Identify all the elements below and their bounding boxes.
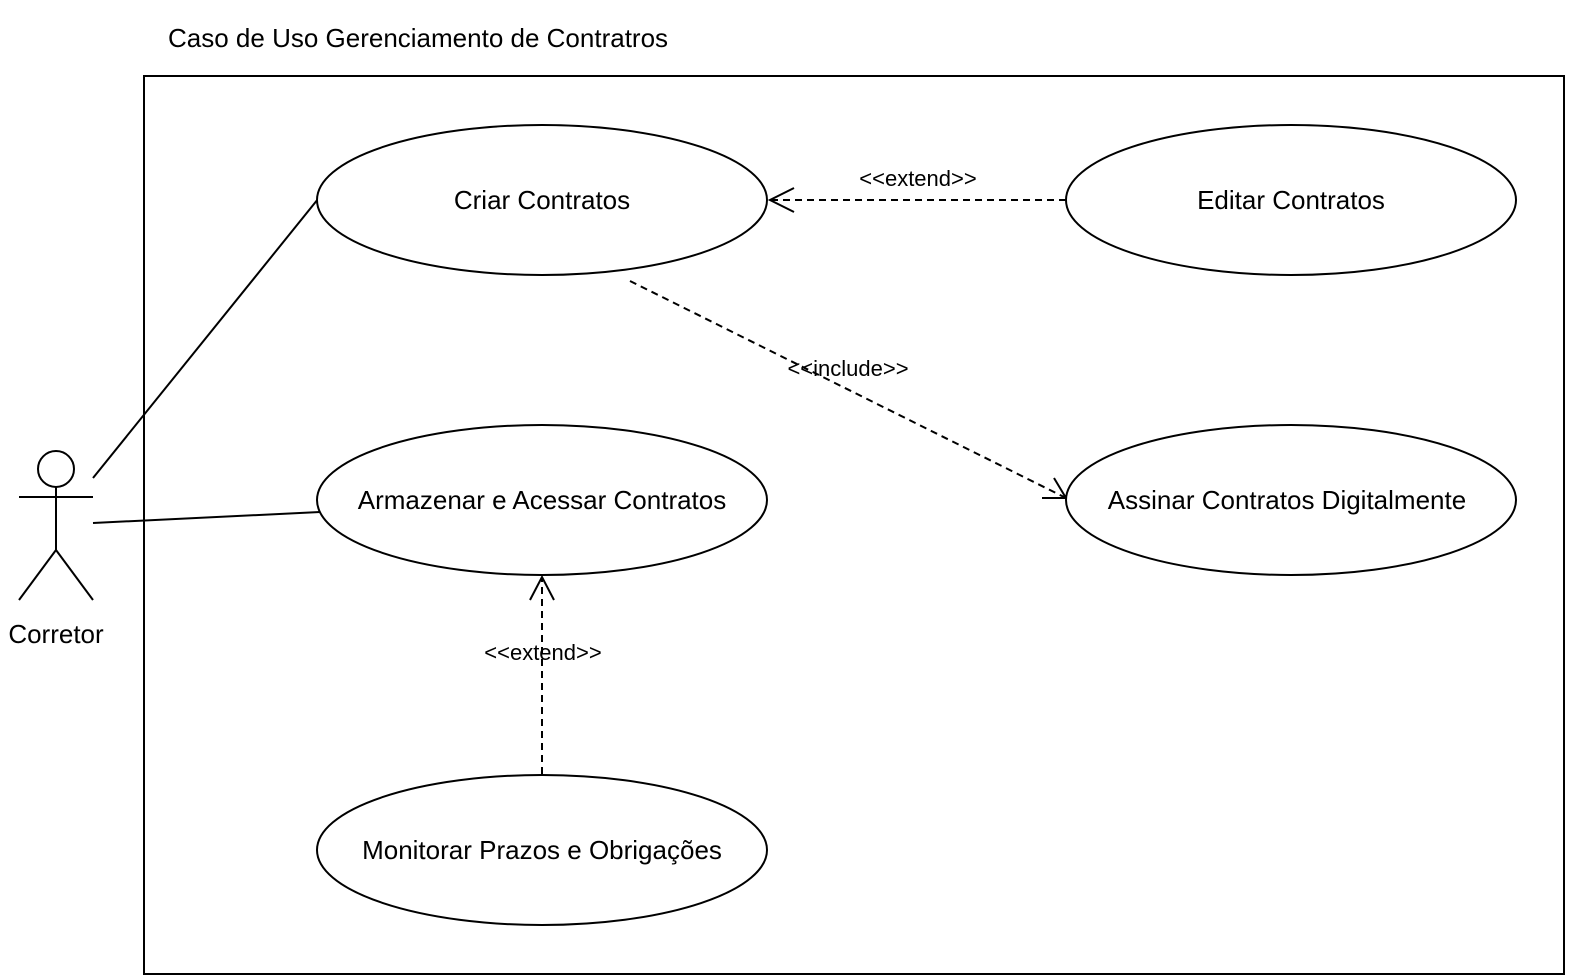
- arrowhead-criar: [767, 187, 795, 213]
- use-case-monitorar-label: Monitorar Prazos e Obrigações: [362, 835, 722, 865]
- association-criar: [92, 198, 319, 479]
- arrowhead-assinar: [1042, 477, 1068, 499]
- actor-corretor: [18, 450, 94, 601]
- actor-label: Corretor: [8, 619, 104, 649]
- relation-label-include-assinar: <<include>>: [787, 356, 908, 381]
- use-case-criar-contratos: Criar Contratos: [316, 124, 768, 276]
- use-case-armazenar-contratos: Armazenar e Acessar Contratos: [316, 424, 768, 576]
- relation-label-extend-editar: <<extend>>: [859, 166, 976, 191]
- actor-head: [37, 450, 75, 488]
- use-case-editar-contratos: Editar Contratos: [1065, 124, 1517, 276]
- arrowhead-armazenar: [529, 574, 555, 601]
- use-case-editar-label: Editar Contratos: [1197, 185, 1385, 215]
- use-case-armazenar-label: Armazenar e Acessar Contratos: [358, 485, 727, 515]
- diagram-title: Caso de Uso Gerenciamento de Contratros: [168, 23, 668, 53]
- use-case-assinar-contratos: Assinar Contratos Digitalmente: [1065, 424, 1517, 576]
- use-case-assinar-label: Assinar Contratos Digitalmente: [1108, 485, 1466, 515]
- system-boundary: [143, 75, 1565, 975]
- association-armazenar: [92, 511, 321, 524]
- use-case-criar-label: Criar Contratos: [454, 185, 630, 215]
- actor-left-leg: [18, 549, 57, 601]
- use-case-monitorar-prazos: Monitorar Prazos e Obrigações: [316, 774, 768, 926]
- include-line-criar-assinar: [629, 280, 1067, 499]
- actor-right-leg: [55, 549, 94, 601]
- relation-label-extend-monitorar: <<extend>>: [484, 640, 601, 665]
